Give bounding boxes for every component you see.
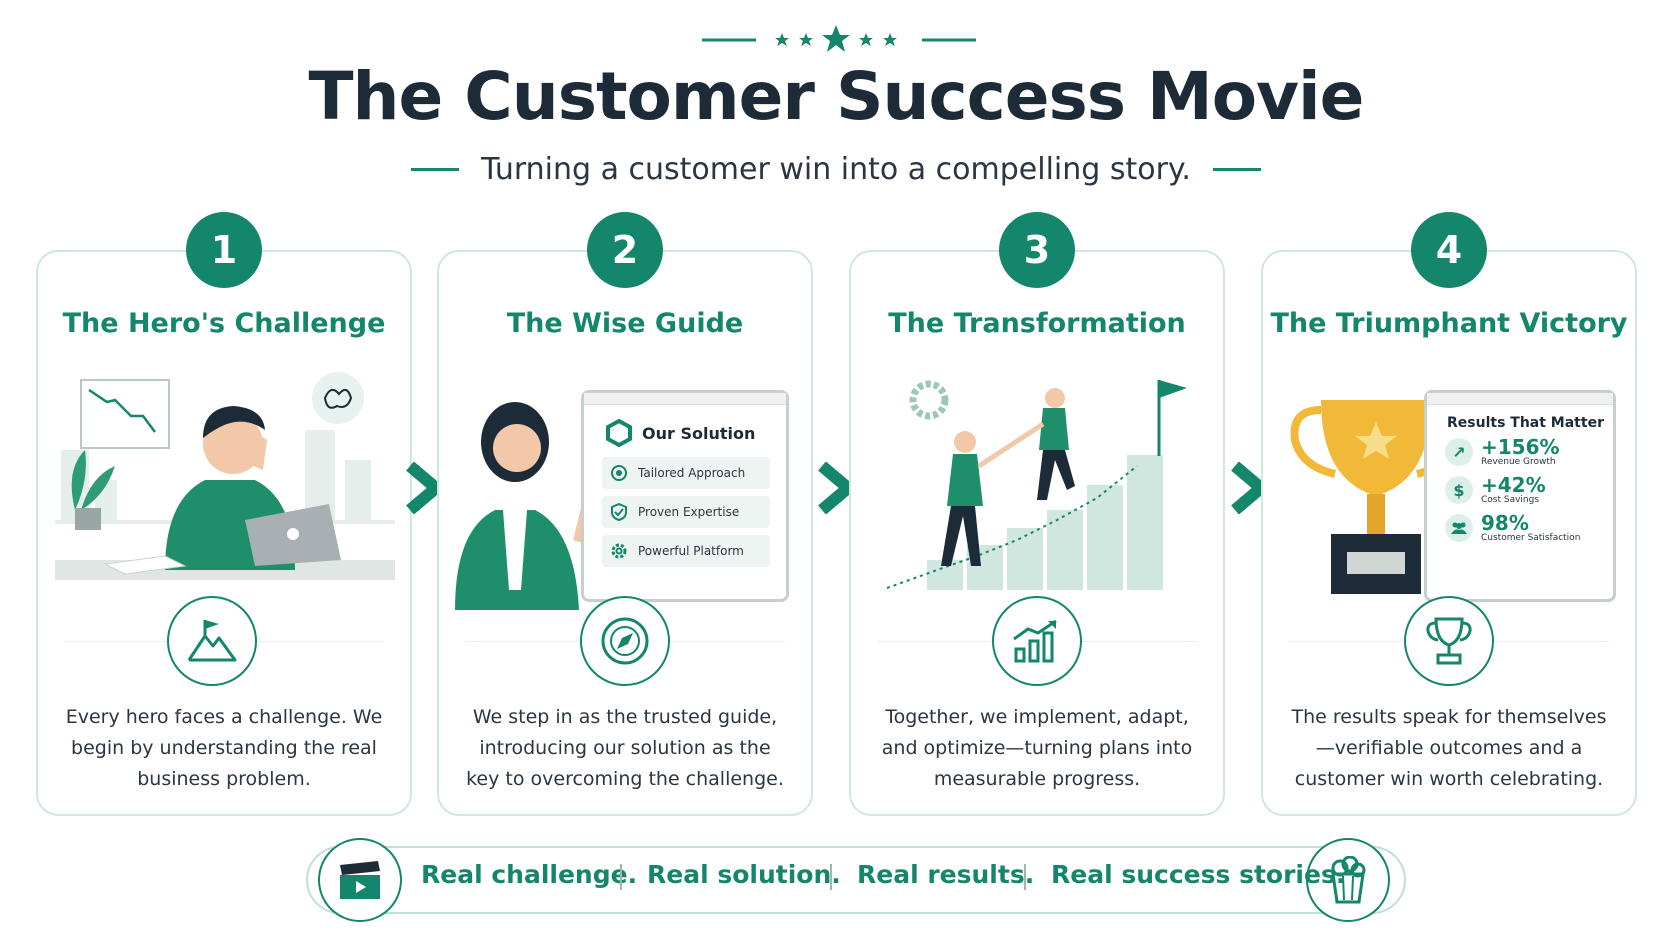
metric-label: Cost Savings — [1481, 495, 1540, 505]
gear-icon — [611, 543, 627, 559]
tagline-separator — [830, 864, 832, 890]
metric-label: Revenue Growth — [1481, 457, 1556, 467]
step-number-badge: 4 — [1411, 212, 1487, 288]
mountain-flag-icon — [187, 620, 237, 662]
star-icon — [775, 33, 789, 46]
step-icon-circle — [992, 596, 1082, 686]
clapperboard-icon — [340, 861, 380, 899]
panel-item-label: Proven Expertise — [638, 505, 740, 519]
page-subtitle: Turning a customer win into a compelling… — [481, 152, 1191, 187]
panel-topbar — [584, 393, 786, 405]
step-description: We step in as the trusted guide, introdu… — [466, 706, 784, 790]
panel-topbar — [1427, 393, 1613, 405]
panel-item: Proven Expertise — [602, 496, 770, 528]
subtitle-rule-right — [1212, 168, 1261, 171]
tagline-separator — [620, 864, 622, 890]
tagline-banner — [306, 846, 1406, 914]
tagline-solution: Real solution. — [647, 860, 841, 889]
tagline-challenge: Real challenge. — [421, 860, 638, 889]
climbing-together-illustration — [886, 380, 1187, 590]
metric-value: +42% — [1481, 473, 1546, 497]
popcorn-icon — [1331, 856, 1366, 904]
step-description: The results speak for themselves—verifia… — [1291, 706, 1607, 790]
step-title: The Transformation — [888, 308, 1186, 339]
people-icon — [1445, 514, 1473, 542]
results-panel: Results That Matter ↗ +156% Revenue Grow… — [1424, 390, 1616, 602]
chevron-right-icon — [818, 462, 858, 514]
panel-item: Tailored Approach — [602, 457, 770, 489]
step-title: The Wise Guide — [506, 308, 744, 339]
frustrated-hero-illustration — [55, 372, 395, 580]
subtitle-row: Turning a customer win into a compelling… — [0, 152, 1672, 187]
metric-value: +156% — [1481, 435, 1560, 459]
step-number-badge: 2 — [587, 212, 663, 288]
star-icon — [822, 25, 850, 52]
growth-chart-icon — [1013, 619, 1057, 663]
step-description: Every hero faces a challenge. We begin b… — [65, 706, 383, 790]
step-title: The Hero's Challenge — [62, 308, 386, 339]
metric-row: 98% Customer Satisfaction — [1427, 505, 1613, 543]
panel-item-label: Tailored Approach — [638, 466, 746, 480]
hexagon-icon — [606, 419, 632, 447]
header-stars-ornament — [702, 25, 976, 52]
solution-panel: Our Solution Tailored Approach Proven Ex… — [581, 390, 789, 602]
banner-icon-left — [318, 838, 402, 922]
step-description: Together, we implement, adapt, and optim… — [881, 706, 1193, 790]
metric-row: $ +42% Cost Savings — [1427, 467, 1613, 505]
chevron-right-icon — [406, 462, 446, 514]
compass-icon — [601, 617, 649, 665]
metric-label: Customer Satisfaction — [1481, 533, 1581, 543]
step-icon-circle — [167, 596, 257, 686]
shield-check-icon — [611, 503, 627, 521]
target-icon — [611, 465, 627, 481]
metric-value: 98% — [1481, 511, 1529, 535]
arrow-up-icon: ↗ — [1445, 438, 1473, 466]
panel-heading: Our Solution — [642, 423, 756, 443]
trophy-icon — [1426, 617, 1472, 665]
tagline-results: Real results. — [857, 860, 1035, 889]
step-title: The Triumphant Victory — [1270, 308, 1628, 339]
dollar-icon: $ — [1445, 476, 1473, 504]
panel-heading-row: Our Solution — [584, 405, 786, 447]
star-icon — [799, 33, 813, 46]
step-number-badge: 3 — [999, 212, 1075, 288]
panel-heading: Results That Matter — [1447, 415, 1604, 431]
star-icon — [883, 33, 897, 46]
panel-item: Powerful Platform — [602, 535, 770, 567]
metric-row: ↗ +156% Revenue Growth — [1427, 431, 1613, 467]
page-title: The Customer Success Movie — [308, 58, 1365, 135]
step-icon-circle — [580, 596, 670, 686]
subtitle-rule-left — [411, 168, 460, 171]
guide-presenting-illustration — [455, 402, 591, 610]
tagline-separator — [1024, 864, 1026, 890]
banner-icon-right — [1306, 838, 1390, 922]
step-icon-circle — [1404, 596, 1494, 686]
tagline-stories: Real success stories. — [1051, 860, 1346, 889]
step-number-badge: 1 — [186, 212, 262, 288]
panel-item-label: Powerful Platform — [638, 544, 744, 558]
star-icon — [859, 33, 873, 46]
